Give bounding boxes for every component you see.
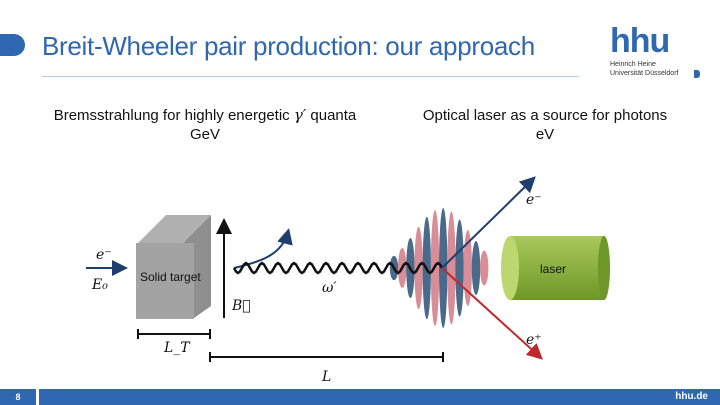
photon-wave bbox=[232, 261, 444, 275]
field-label: B⃗ bbox=[231, 298, 251, 314]
distance-label: L bbox=[321, 369, 331, 385]
hhu-logo: hhu Heinrich Heine Universität Düsseldor… bbox=[610, 22, 702, 84]
pulse-band bbox=[471, 241, 481, 295]
target-length-label: L_T bbox=[163, 340, 191, 356]
footer-url: hhu.de bbox=[675, 391, 708, 402]
title-tab-marker bbox=[0, 34, 25, 56]
positron-out-label: e⁺ bbox=[526, 332, 542, 348]
laser-pulse bbox=[389, 208, 489, 328]
logo-line2: Universität Düsseldorf bbox=[610, 70, 679, 77]
electron-out-label: e⁻ bbox=[526, 192, 542, 208]
pulse-band bbox=[463, 230, 472, 306]
logo-word: hhu bbox=[610, 22, 670, 60]
energy-label: E₀ bbox=[91, 277, 108, 293]
electron-in-label: e⁻ bbox=[96, 247, 112, 263]
caption-energy: GeV bbox=[189, 126, 220, 143]
pulse-band bbox=[455, 219, 464, 317]
deflected-electron-arrow bbox=[233, 228, 293, 269]
pulse-band bbox=[447, 211, 456, 325]
slide-title: Breit-Wheeler pair production: our appro… bbox=[42, 31, 535, 61]
laser-caption: Optical laser as a source for photons eV bbox=[405, 106, 685, 144]
target-length-bar bbox=[137, 329, 211, 339]
outgoing-positron-arrow bbox=[441, 267, 543, 360]
outgoing-electron-arrow bbox=[441, 176, 536, 269]
page-number: 8 bbox=[0, 389, 36, 405]
logo-mark bbox=[694, 70, 700, 78]
gamma-symbol: γ′ bbox=[293, 106, 307, 124]
photon-label: ω′ bbox=[322, 280, 337, 296]
target-label: Solid target bbox=[140, 270, 201, 284]
laser-label: laser bbox=[540, 262, 566, 276]
pulse-band bbox=[480, 250, 489, 286]
caption-text: Bremsstrahlung for highly energetic bbox=[53, 107, 294, 124]
distance-bar bbox=[209, 352, 444, 362]
caption-energy: eV bbox=[535, 126, 555, 143]
footer-bar bbox=[39, 389, 720, 405]
title-divider bbox=[42, 76, 579, 77]
laser-cylinder: laser bbox=[501, 236, 610, 300]
caption-text: Optical laser as a source for photons bbox=[422, 107, 668, 124]
bremsstrahlung-caption: Bremsstrahlung for highly energetic γ′ q… bbox=[30, 106, 380, 144]
caption-text: quanta bbox=[306, 107, 357, 124]
logo-line1: Heinrich Heine bbox=[610, 61, 656, 68]
footer: 8 hhu.de bbox=[0, 389, 720, 405]
solid-target-cube: Solid target bbox=[136, 215, 211, 319]
